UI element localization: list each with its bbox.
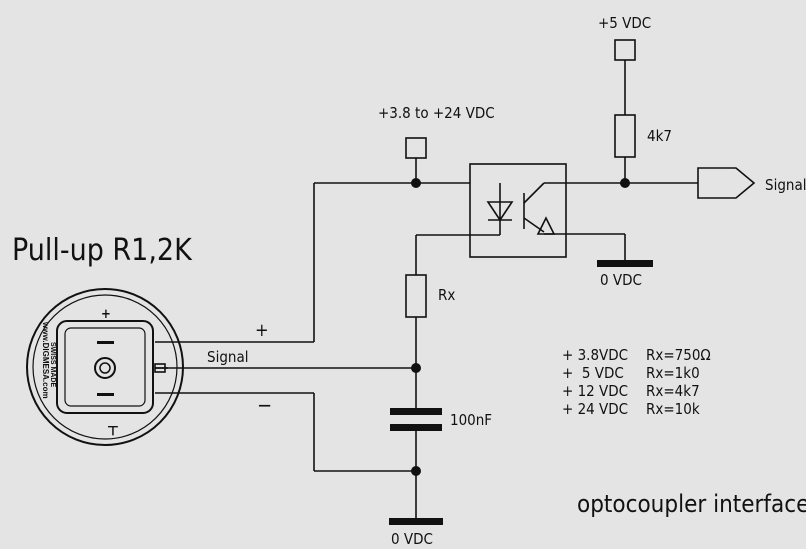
supply-5v-terminal <box>614 39 636 61</box>
rx-table-value: Rx=750Ω <box>646 346 711 364</box>
sensor-pin-plus-label: + <box>101 307 111 322</box>
output-signal-connector <box>697 167 756 199</box>
rx-table-voltage: + 5 VDC <box>562 364 624 382</box>
supply-5v-label: +5 VDC <box>598 14 651 32</box>
supply-input-label: +3.8 to +24 VDC <box>378 104 495 122</box>
sensor-outer-ring <box>26 288 184 446</box>
transistor-collector <box>523 182 545 204</box>
ground-bar-bottom <box>389 518 443 525</box>
pullup-resistor <box>614 114 636 158</box>
sensor-brand-text: www.DIGMESA.com <box>41 321 50 399</box>
wire-plus-label: + <box>255 320 269 341</box>
rx-table-value: Rx=4k7 <box>646 382 700 400</box>
rx-table-voltage: + 3.8VDC <box>562 346 628 364</box>
junction-top <box>411 178 421 188</box>
sensor-center-pin <box>94 357 116 379</box>
wire-signal-label: Signal <box>207 348 248 366</box>
junction-ground <box>411 466 421 476</box>
caption: optocoupler interface <box>577 490 806 518</box>
ground-opto-label: 0 VDC <box>600 271 642 289</box>
title: Pull-up R1,2K <box>12 233 193 268</box>
junction-output <box>620 178 630 188</box>
sensor-made-text: SWISS MADE <box>49 342 56 387</box>
capacitor-plate-bottom <box>390 424 442 431</box>
sensor-plus-pin <box>97 341 114 344</box>
rx-table: + 3.8VDC Rx=750Ω + 5 VDC Rx=1k0 + 12 VDC… <box>562 346 711 418</box>
sensor-inner-ring <box>32 294 178 440</box>
rx-resistor <box>405 274 427 318</box>
sensor-minus-pin <box>97 393 114 396</box>
rx-table-value: Rx=1k0 <box>646 364 700 382</box>
rx-label: Rx <box>438 286 455 304</box>
junction-signal <box>411 363 421 373</box>
pullup-resistor-label: 4k7 <box>647 127 672 145</box>
sensor-connector-outer <box>56 320 154 414</box>
ground-bottom-label: 0 VDC <box>391 530 433 548</box>
led-diode <box>486 201 514 222</box>
sensor-signal-pin <box>154 363 166 373</box>
capacitor-label: 100nF <box>450 411 492 429</box>
output-signal-label: Signal <box>765 176 806 194</box>
capacitor-plate-top <box>390 408 442 415</box>
sensor-pin-minus-label: ⊢ <box>104 425 120 437</box>
ground-bar-opto <box>597 260 653 267</box>
sensor-center-dot <box>99 362 111 374</box>
sensor-connector-inner <box>64 327 146 407</box>
rx-table-voltage: + 24 VDC <box>562 400 628 418</box>
optocoupler-body <box>469 163 567 258</box>
rx-table-voltage: + 12 VDC <box>562 382 628 400</box>
wire-minus-label: − <box>257 393 272 417</box>
rx-table-value: Rx=10k <box>646 400 700 418</box>
supply-input-terminal <box>405 137 427 159</box>
